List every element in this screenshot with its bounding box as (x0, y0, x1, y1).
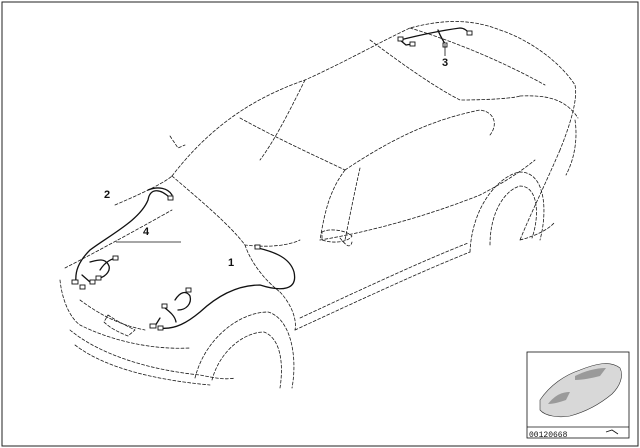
connector (79, 284, 86, 290)
connector (157, 325, 164, 331)
callout-3: 3 (442, 57, 448, 69)
callout-4: 4 (143, 226, 150, 238)
thumbnail-car (539, 363, 622, 418)
harness-front-right (149, 244, 296, 331)
connector (89, 279, 96, 285)
connector (397, 36, 404, 42)
connector (149, 323, 157, 329)
thumbnail-car-shade (548, 392, 570, 404)
connector (185, 287, 192, 293)
connector (409, 41, 416, 47)
connector (95, 275, 102, 281)
thumbnail-car-window (575, 368, 606, 380)
thumbnail: 00120668 (526, 351, 630, 440)
connector (254, 244, 261, 250)
document-id: 00120668 (529, 431, 568, 440)
connector (112, 255, 119, 261)
car-outline (59, 21, 579, 389)
connector (167, 195, 174, 201)
connector (161, 303, 168, 309)
thumbnail-mark-icon (605, 429, 619, 435)
connector (466, 30, 473, 36)
harness-rear (397, 27, 473, 48)
connector (71, 279, 79, 285)
harness-front-left (71, 187, 174, 290)
callout-2: 2 (104, 189, 110, 201)
callout-1: 1 (228, 257, 234, 269)
